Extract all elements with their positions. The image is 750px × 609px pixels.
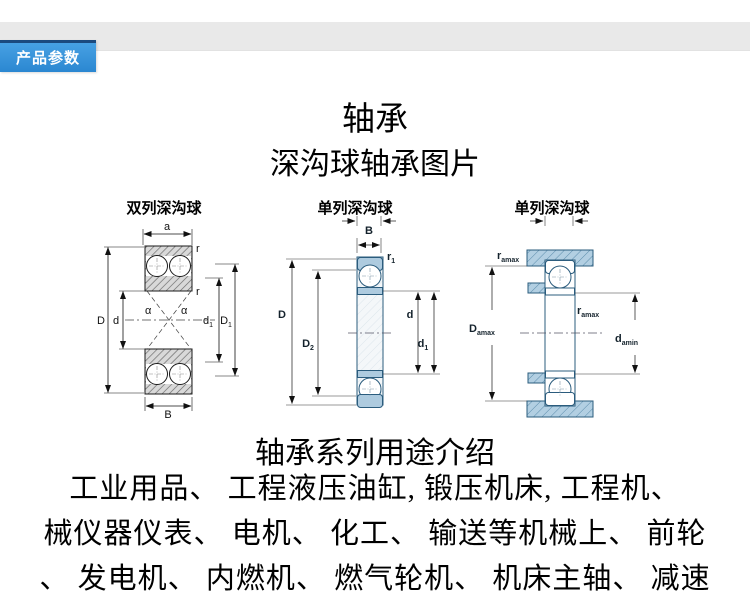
dim-alpha-right: α xyxy=(181,305,188,317)
dim-D: D xyxy=(278,258,356,406)
double-row-bearing-diagram: a r r α α D d d1 xyxy=(97,221,239,420)
dim-r-top: r xyxy=(196,243,200,255)
dim-r-bottom: r xyxy=(196,286,200,298)
ball-center-marks xyxy=(552,269,568,397)
svg-text:d1: d1 xyxy=(203,315,213,329)
dim-d1: d1 xyxy=(418,292,437,373)
housing-blocks xyxy=(526,249,594,418)
dim-d: d xyxy=(383,290,440,375)
usage-text: 工业用品、 工程液压油缸, 锻压机床, 工程机、 械仪器仪表、 电机、 化工、 … xyxy=(20,467,730,602)
usage-line-1: 工业用品、 工程液压油缸, 锻压机床, 工程机、 xyxy=(69,473,681,505)
diagram-label-single-row-1: 单列深沟球 xyxy=(317,200,393,217)
page-title: 轴承 xyxy=(342,102,408,138)
ball-center-marks xyxy=(149,258,188,382)
cropped-dim-marks xyxy=(530,216,588,226)
dim-alpha-left: α xyxy=(145,305,152,317)
dim-d-amin: damin xyxy=(575,292,640,375)
svg-text:d: d xyxy=(407,309,414,321)
dim-d: d xyxy=(113,290,145,350)
dim-d1: d1 xyxy=(203,277,223,363)
contact-angle-lines xyxy=(146,290,192,350)
dim-D1: D1 xyxy=(215,263,239,377)
dim-B: B xyxy=(356,225,382,253)
dim-r-amax-top: ramax xyxy=(497,250,519,264)
dim-a: a xyxy=(142,221,193,245)
svg-text:B: B xyxy=(365,225,373,237)
dim-D-amax: Damax xyxy=(469,265,527,402)
usage-heading: 轴承系列用途介绍 xyxy=(255,437,495,470)
cropped-dim-marks xyxy=(342,216,396,226)
svg-text:d1: d1 xyxy=(418,338,429,352)
svg-text:D: D xyxy=(97,315,105,327)
svg-text:d: d xyxy=(113,315,119,327)
dim-r1: r1 xyxy=(387,251,395,265)
single-row-bearing-diagram: B r1 D xyxy=(278,216,440,408)
tab-product-params-label: 产品参数 xyxy=(15,50,80,67)
svg-text:D: D xyxy=(278,309,286,321)
svg-text:B: B xyxy=(164,409,171,420)
svg-text:D1: D1 xyxy=(220,315,232,329)
dim-r-amax-mid: ramax xyxy=(577,305,599,319)
svg-text:damin: damin xyxy=(615,333,638,347)
ball-center-marks xyxy=(362,268,378,397)
dim-D: D xyxy=(97,246,144,394)
usage-line-3: 、 发电机、 内燃机、 燃气轮机、 机床主轴、 减速 xyxy=(39,563,711,595)
dim-D2: D2 xyxy=(302,269,356,397)
svg-text:Damax: Damax xyxy=(469,323,495,337)
usage-line-2: 械仪器仪表、 电机、 化工、 输送等机械上、 前轮 xyxy=(43,518,707,550)
diagram-label-double-row: 双列深沟球 xyxy=(126,200,202,217)
svg-text:D2: D2 xyxy=(302,338,314,352)
diagram-label-single-row-2: 单列深沟球 xyxy=(514,200,590,217)
dim-B: B xyxy=(144,397,193,420)
tab-product-params[interactable]: 产品参数 xyxy=(0,40,96,72)
mounting-dimensions-diagram: ramax ramax Damax damin xyxy=(469,216,640,418)
svg-text:a: a xyxy=(164,221,171,233)
image-section-subtitle: 深沟球轴承图片 xyxy=(270,148,480,181)
section-header-bar: 产品参数 xyxy=(0,22,750,72)
